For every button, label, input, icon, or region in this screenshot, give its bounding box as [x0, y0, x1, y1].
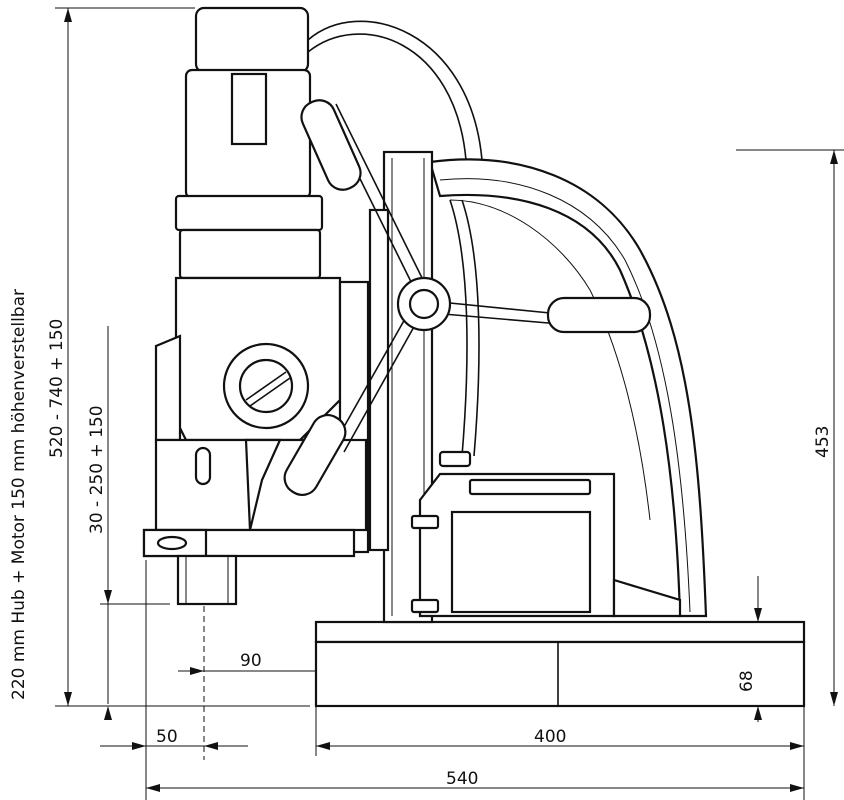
total-height-label: 520 - 740 + 150 [47, 319, 67, 458]
base-width-label: 400 [534, 727, 566, 747]
drill-press-machine [142, 6, 806, 708]
dimension-labels: 220 mm Hub + Motor 150 mm höhenverstellb… [9, 289, 833, 789]
spindle-height-label: 30 - 250 + 150 [87, 405, 107, 534]
offset-label: 50 [156, 727, 178, 747]
total-width-label: 540 [446, 769, 478, 789]
side-label: 220 mm Hub + Motor 150 mm höhenverstellb… [9, 289, 29, 700]
base-height-label: 68 [737, 670, 757, 692]
frame-height-label: 453 [813, 426, 833, 458]
throat-label: 90 [240, 651, 262, 671]
